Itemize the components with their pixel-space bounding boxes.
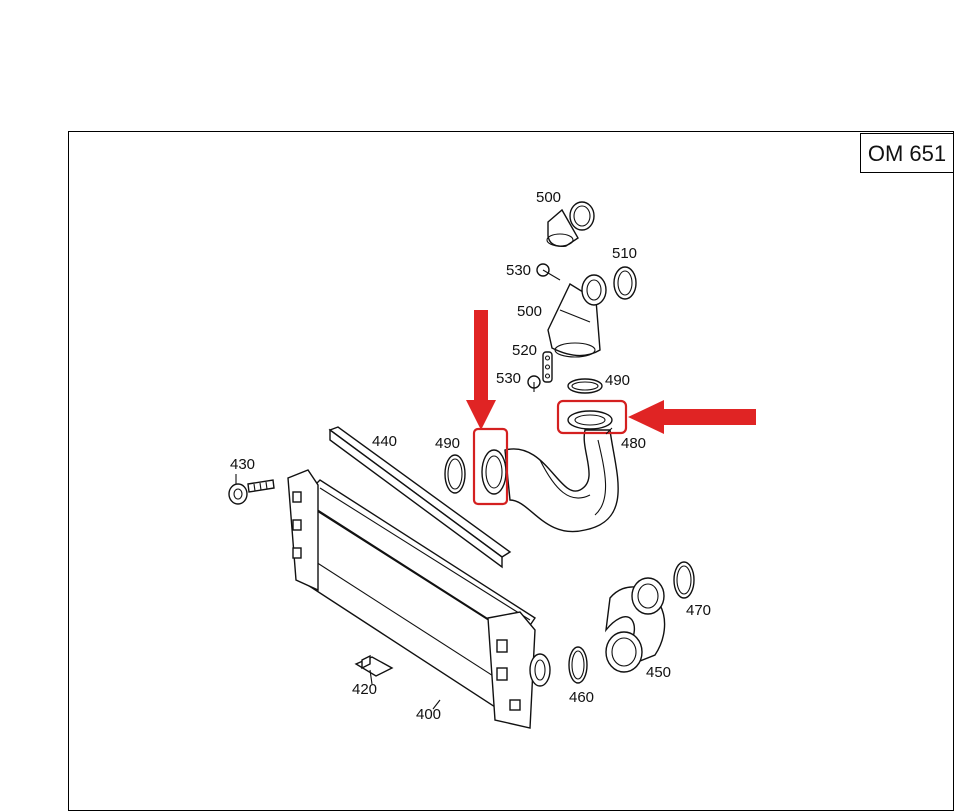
callout-490-upper: 490 (605, 372, 630, 389)
left-arrow-icon (628, 400, 756, 434)
part-440-strip (328, 426, 512, 569)
callout-530-upper: 530 (506, 262, 531, 279)
engine-label-badge: OM 651 (860, 133, 954, 173)
callout-500-upper: 500 (536, 189, 561, 206)
part-430-bolt (228, 479, 275, 505)
callout-450: 450 (646, 664, 671, 681)
highlight-box-hose-end (472, 427, 509, 506)
part-450-elbow-hose (604, 577, 666, 673)
callout-400: 400 (416, 706, 441, 723)
highlight-box-hose-top (556, 399, 628, 435)
part-480-hose (481, 410, 619, 533)
callout-430: 430 (230, 456, 255, 473)
callout-530-lower: 530 (496, 370, 521, 387)
callout-490-left: 490 (435, 435, 460, 452)
callout-460: 460 (569, 689, 594, 706)
part-500-connector-lower (547, 274, 607, 358)
part-520-gasket (542, 351, 553, 383)
part-490-oring-upper (567, 378, 603, 394)
down-arrow-icon (466, 310, 496, 430)
callout-420: 420 (352, 681, 377, 698)
part-530-screw-lower (527, 375, 541, 392)
callout-440: 440 (372, 433, 397, 450)
part-420-bracket (354, 654, 394, 677)
callout-470: 470 (686, 602, 711, 619)
part-510-oring (613, 266, 637, 300)
diagram-frame (68, 131, 954, 811)
callout-520: 520 (512, 342, 537, 359)
callout-510: 510 (612, 245, 637, 262)
callout-480: 480 (621, 435, 646, 452)
part-500-connector-upper (546, 201, 595, 247)
part-530-screw-upper (536, 263, 561, 281)
callout-500-lower: 500 (517, 303, 542, 320)
part-400-intercooler (287, 469, 551, 729)
